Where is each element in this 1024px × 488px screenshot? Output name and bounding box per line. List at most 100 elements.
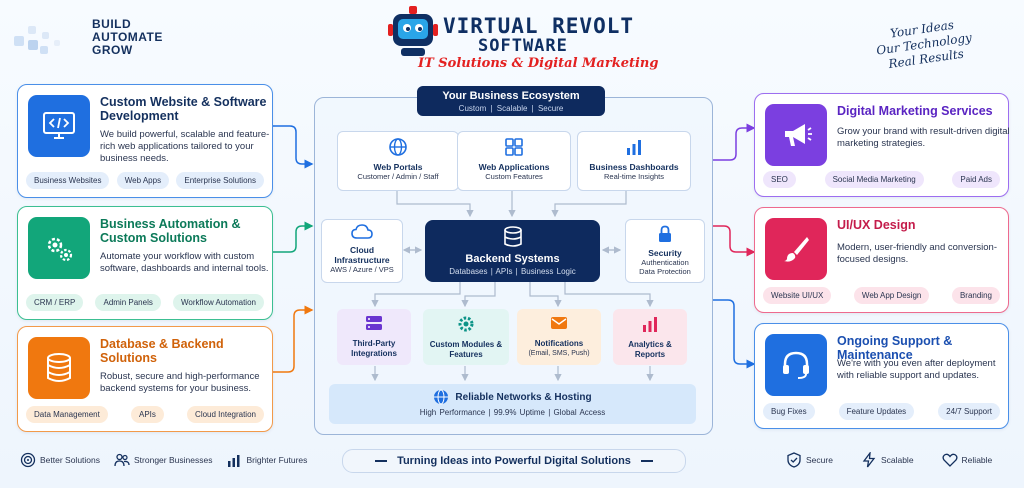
box-analytics-reports: Analytics & Reports	[613, 309, 687, 365]
footer-text: Brighter Futures	[246, 455, 308, 465]
box-subtitle: Real-time Insights	[603, 172, 665, 181]
lightning-icon	[862, 452, 876, 468]
footer-brighter-futures: Brighter Futures	[226, 452, 307, 468]
box-title: Reliable Networks & Hosting	[455, 391, 592, 403]
card-ongoing-support: Ongoing Support & Maintenance We're with…	[754, 323, 1009, 429]
cloud-icon	[351, 224, 373, 239]
card-title: Database & Backend Solutions	[100, 337, 224, 365]
card-description: Automate your workflow with custom softw…	[100, 251, 269, 274]
box-subtitle: Databases | APIs | Business Logic	[449, 267, 576, 276]
footer-secure: Secure	[786, 452, 833, 468]
footer-reliable: Reliable	[942, 452, 993, 468]
card-title: Ongoing Support & Maintenance	[837, 334, 953, 362]
footer-text: Better Solutions	[40, 455, 101, 465]
mail-icon	[551, 317, 567, 329]
paintbrush-icon	[765, 218, 827, 280]
card-description: We're with you even after deployment wit…	[837, 358, 996, 381]
footer-better-solutions: Better Solutions	[20, 452, 100, 468]
box-custom-modules: Custom Modules & Features	[423, 309, 509, 365]
analytics-icon	[643, 317, 657, 332]
box-subtitle: Custom Features	[485, 172, 543, 181]
ecosystem-header: Your Business Ecosystem Custom | Scalabl…	[417, 86, 605, 116]
gears-icon	[28, 217, 90, 279]
box-business-dashboards: Business Dashboards Real-time Insights	[577, 131, 691, 191]
box-title: Analytics & Reports	[628, 340, 672, 359]
tagline-automate: AUTOMATE	[92, 30, 163, 44]
chip-web-app-design: Web App Design	[853, 287, 930, 304]
globe-icon	[389, 138, 407, 156]
chip-admin-panels: Admin Panels	[95, 294, 161, 311]
footer-center-banner: Turning Ideas into Powerful Digital Solu…	[342, 449, 686, 473]
heart-icon	[942, 453, 958, 467]
robot-logo-icon	[388, 6, 438, 56]
globe-icon	[434, 389, 449, 405]
brand-name: VIRTUAL REVOLT	[443, 14, 635, 38]
box-subtitle: High Performance | 99.9% Uptime | Global…	[419, 408, 606, 417]
bar-chart-icon	[627, 140, 641, 155]
footer-text: Secure	[806, 455, 833, 465]
box-subtitle: (Email, SMS, Push)	[528, 350, 590, 357]
box-title: Notifications	[534, 339, 584, 348]
box-subtitle: Authentication Data Protection	[639, 258, 691, 276]
card-description: Modern, user-friendly and conversion-foc…	[837, 242, 997, 265]
box-title: Backend Systems	[465, 253, 560, 265]
box-title: Web Portals	[373, 162, 423, 172]
chip-crm-erp: CRM / ERP	[26, 294, 84, 311]
box-title: Third-Party Integrations	[351, 339, 397, 358]
brand-subtitle: IT Solutions & Digital Marketing	[418, 56, 659, 71]
card-title: Business Automation & Custom Solutions	[100, 217, 241, 245]
card-digital-marketing: Digital Marketing Services Grow your bra…	[754, 93, 1010, 197]
card-description: Grow your brand with result-driven digit…	[837, 126, 1010, 149]
server-icon	[366, 316, 382, 330]
box-cloud-infrastructure: Cloud Infrastructure AWS / Azure / VPS	[321, 219, 403, 283]
growth-chart-icon	[228, 455, 240, 467]
box-web-portals: Web Portals Customer / Admin / Staff	[337, 131, 459, 191]
footer-left: Better Solutions Stronger Businesses Bri…	[20, 452, 307, 468]
slogan: Your Ideas Our Technology Real Results	[873, 16, 975, 74]
decorative-dots	[14, 26, 60, 54]
code-monitor-icon	[28, 95, 90, 157]
card-title: Digital Marketing Services	[837, 104, 993, 118]
chip-web-apps: Web Apps	[116, 172, 170, 189]
chip-social-media-marketing: Social Media Marketing	[824, 171, 924, 188]
box-security: Security Authentication Data Protection	[625, 219, 705, 283]
box-backend-systems: Backend Systems Databases | APIs | Busin…	[425, 220, 600, 282]
database-icon	[503, 226, 522, 247]
card-uiux-design: UI/UX Design Modern, user-friendly and c…	[754, 207, 1009, 313]
tagline-grow: GROW	[92, 43, 133, 57]
box-subtitle: AWS / Azure / VPS	[330, 265, 394, 274]
chip-website-uiux: Website UI/UX	[763, 287, 832, 304]
tagline: BUILD AUTOMATE GROW	[92, 18, 163, 57]
lock-icon	[659, 225, 671, 242]
chip-bug-fixes: Bug Fixes	[763, 403, 815, 420]
chip-paid-ads: Paid Ads	[952, 171, 1000, 188]
footer-right: Secure Scalable Reliable	[786, 452, 992, 468]
footer-text: Reliable	[961, 455, 993, 465]
shield-check-icon	[787, 452, 801, 468]
footer-scalable: Scalable	[861, 452, 914, 468]
chip-cloud-integration: Cloud Integration	[187, 406, 264, 423]
card-title: UI/UX Design	[837, 218, 916, 232]
ecosystem-subtitle: Custom | Scalable | Secure	[458, 104, 564, 113]
card-title: Custom Website & Software Development	[100, 95, 267, 123]
box-third-party-integrations: Third-Party Integrations	[337, 309, 411, 365]
gear-icon	[458, 316, 474, 332]
headset-icon	[765, 334, 827, 396]
card-business-automation: Business Automation & Custom Solutions A…	[17, 206, 273, 320]
grid-icon	[505, 138, 523, 156]
database-icon	[28, 337, 90, 399]
people-icon	[114, 453, 130, 467]
footer-center-text: Turning Ideas into Powerful Digital Solu…	[397, 455, 631, 467]
box-title: Custom Modules & Features	[429, 340, 503, 359]
brand-name-line2: SOFTWARE	[478, 36, 568, 56]
footer-text: Scalable	[880, 455, 914, 465]
box-title: Cloud Infrastructure	[334, 245, 390, 265]
chip-branding: Branding	[951, 287, 1000, 304]
ecosystem-title: Your Business Ecosystem	[442, 90, 580, 102]
box-reliable-networks: Reliable Networks & Hosting High Perform…	[329, 384, 696, 424]
chip-data-management: Data Management	[26, 406, 108, 423]
chip-24-7-support: 24/7 Support	[938, 403, 1000, 420]
chip-seo: SEO	[763, 171, 796, 188]
chip-apis: APIs	[130, 406, 164, 423]
target-icon	[20, 452, 36, 468]
